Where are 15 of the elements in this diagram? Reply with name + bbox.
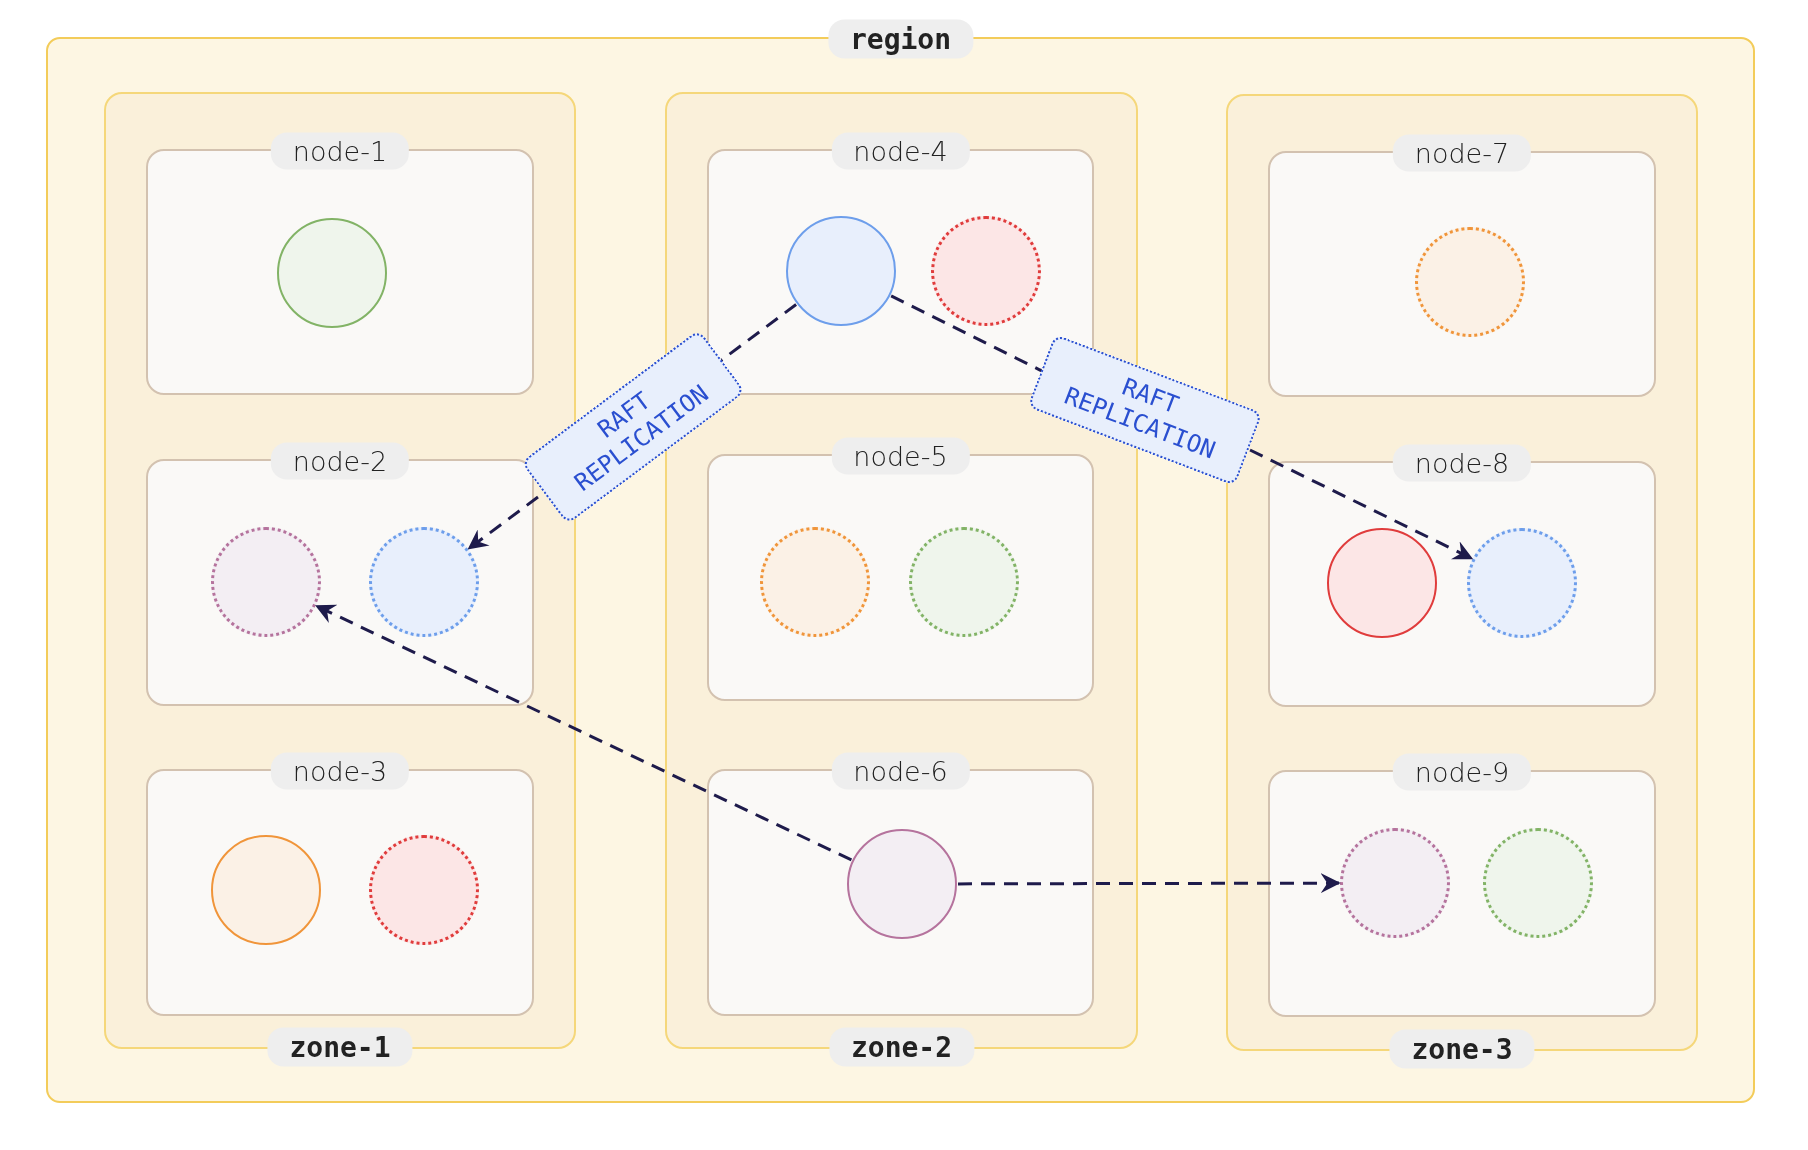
zone-label: zone-3 <box>1389 1029 1535 1069</box>
node-label: node-3 <box>270 752 410 790</box>
node-label: node-8 <box>1392 444 1532 482</box>
node-label: node-7 <box>1392 134 1532 172</box>
node-label: node-6 <box>831 752 970 790</box>
region-label: region <box>827 19 974 59</box>
node-label: node-4 <box>831 132 970 170</box>
node-label: node-2 <box>270 442 410 480</box>
dashed-arrow <box>315 604 853 862</box>
node-label: node-1 <box>270 132 410 170</box>
dashed-arrow <box>958 873 1341 894</box>
node-label: node-9 <box>1392 753 1532 791</box>
zone-label: zone-1 <box>267 1027 413 1067</box>
node-label: node-5 <box>831 437 970 475</box>
zone-label: zone-2 <box>828 1027 975 1067</box>
